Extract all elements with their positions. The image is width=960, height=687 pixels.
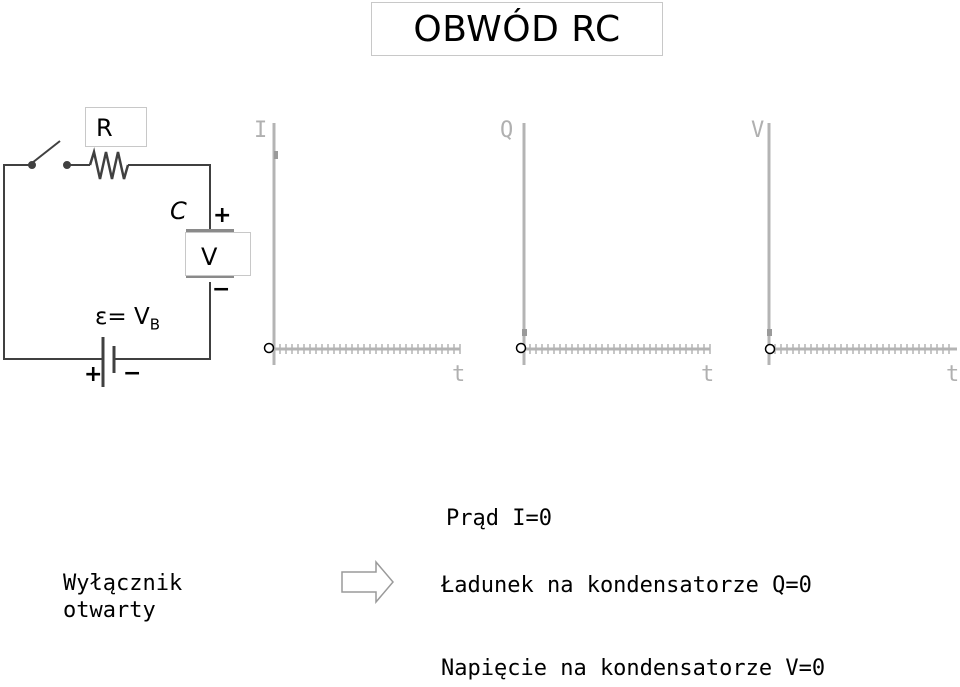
arrow-right-icon (341, 560, 394, 604)
wire-right-bottom (121, 282, 211, 360)
graph-charge (515, 123, 711, 365)
graph-current-x-label: t (452, 362, 466, 387)
emf-text: ε= V (95, 304, 150, 330)
origin-marker (263, 342, 275, 354)
switch-status-line1: Wyłącznik (63, 571, 183, 596)
graph-charge-y-label: Q (500, 118, 514, 143)
wire-top-right (128, 164, 211, 230)
title-box: OBWÓD RC (371, 2, 663, 56)
graph-current (263, 123, 461, 365)
charge-status: Ładunek na kondensatorze Q=0 (441, 573, 812, 598)
capacitor-label: C (170, 197, 187, 225)
page-title: OBWÓD RC (413, 8, 621, 50)
resistor-label: R (96, 114, 113, 142)
capacitor-plate-top (186, 229, 234, 234)
capacitor-minus-sign: − (212, 277, 231, 302)
battery-minus-sign: − (123, 361, 142, 386)
circuit-diagram (3, 140, 234, 387)
switch-contact-right (63, 161, 71, 169)
switch-status: Wyłącznik otwarty (63, 570, 182, 624)
voltmeter-label-box: V (185, 232, 251, 276)
graph-voltage-x-label: t (946, 362, 960, 387)
switch-blade (31, 140, 61, 164)
switch-status-line2: otwarty (63, 598, 156, 623)
battery-plus-sign: + (84, 362, 103, 387)
voltage-status: Napięcie na kondensatorze V=0 (441, 656, 826, 681)
voltmeter-label: V (201, 243, 218, 271)
origin-marker (515, 342, 527, 354)
graph-current-y-label: I (254, 118, 268, 143)
current-status: Prąd I=0 (446, 506, 552, 531)
wire-left (3, 164, 97, 360)
graph-charge-x-label: t (701, 362, 715, 387)
graph-voltage (764, 123, 957, 365)
emf-label: ε= VB (95, 304, 160, 334)
emf-subscript: B (149, 315, 161, 334)
capacitor-plus-sign: + (213, 203, 232, 228)
origin-marker (764, 343, 776, 355)
resistor (88, 147, 130, 180)
graph-voltage-y-label: V (751, 118, 765, 143)
resistor-label-box: R (85, 107, 147, 147)
